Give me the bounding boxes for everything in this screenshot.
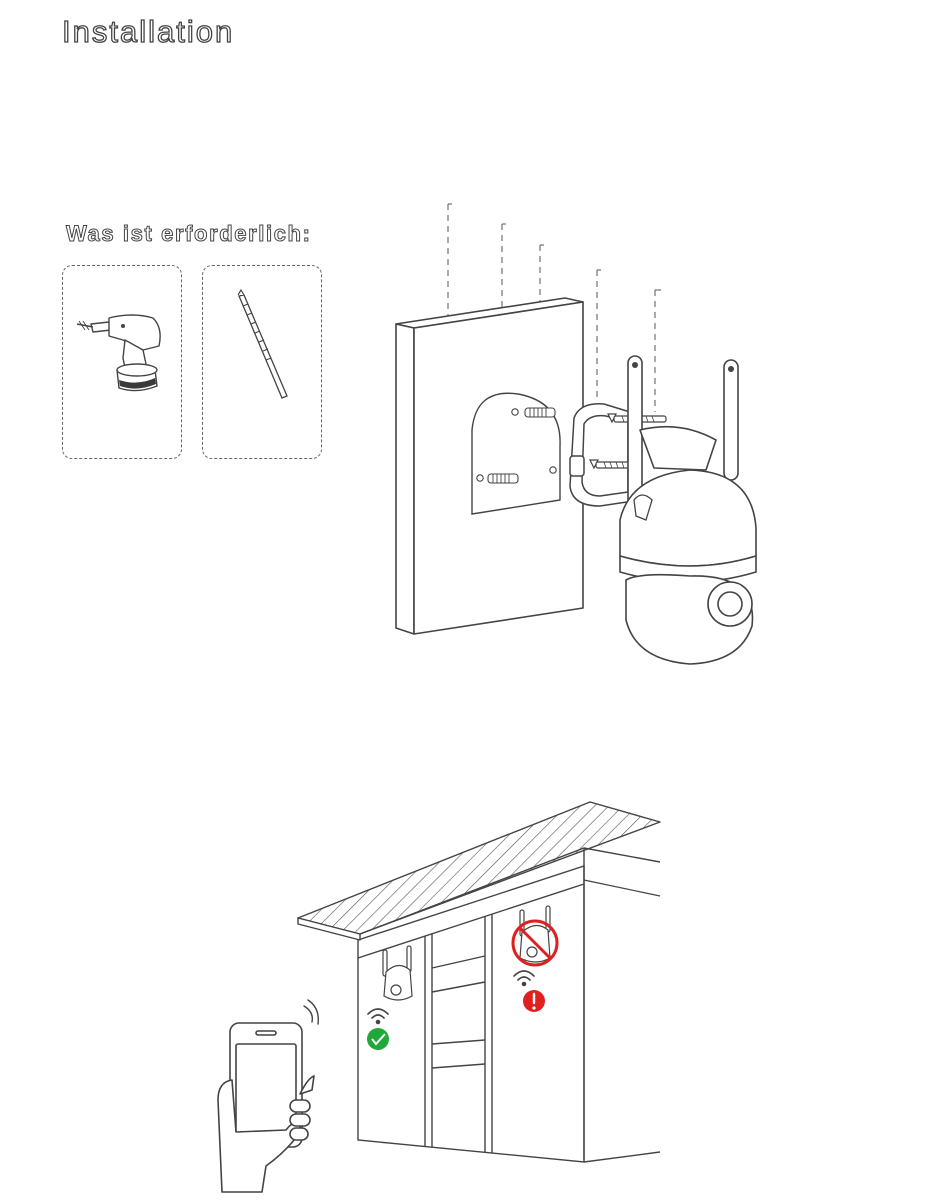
building-roof [298,802,660,940]
wifi-icon-good [368,1009,388,1024]
checkmark-icon [367,1028,389,1050]
prohibited-icon [513,921,557,965]
mounting-diagram [0,0,950,700]
building-facade [358,866,660,1162]
phone-signal-icon [304,1000,318,1024]
camera-bad-position [520,906,550,962]
hand [218,1076,314,1192]
camera-good-position [383,946,412,1000]
warning-icon [523,990,545,1012]
wifi-icon-bad [514,971,534,986]
smartphone [230,1023,302,1147]
